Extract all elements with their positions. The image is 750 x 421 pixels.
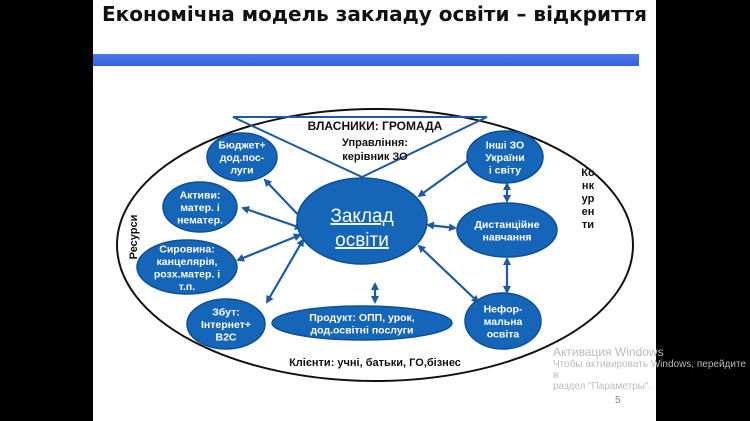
double-arrow xyxy=(417,244,480,304)
competitors-label-part: ти xyxy=(582,219,594,231)
management-label-line2: керівник ЗО xyxy=(342,151,408,163)
node-label-line: нематер. xyxy=(177,215,223,227)
double-arrow xyxy=(265,238,305,304)
node-materials[interactable]: Сировина:канцелярія,розх.матер. іт.п. xyxy=(136,239,238,295)
management-label-line1: Управління: xyxy=(342,137,408,149)
resources-label: Ресурси xyxy=(128,215,140,260)
node-label-line: Бюджет+ xyxy=(218,140,265,152)
center-node[interactable]: Заклад освіти xyxy=(296,177,428,265)
node-label-line: освіта xyxy=(487,329,520,341)
node-label-line: навчання xyxy=(483,231,532,243)
competitors-label-part: нк xyxy=(582,180,595,192)
owners-label: ВЛАСНИКИ: ГРОМАДА xyxy=(308,119,443,133)
competitors-label-part: Ко xyxy=(581,167,595,179)
node-label-line: т.п. xyxy=(179,281,195,293)
node-label-line: Інтернет+ xyxy=(201,319,251,331)
node-label-line: Збут: xyxy=(212,307,240,319)
node-label-line: Активи: xyxy=(180,190,221,202)
node-budget[interactable]: Бюджет+дод.пос-луги xyxy=(206,132,278,182)
activation-line2: раздел "Параметры". xyxy=(553,381,652,392)
node-label-line: канцелярія, xyxy=(157,256,218,268)
page-number: 5 xyxy=(615,395,621,406)
double-arrow xyxy=(241,206,303,230)
center-label-line1: Заклад xyxy=(330,206,393,227)
windows-activation-watermark: Активация Windows Чтобы активировать Win… xyxy=(553,345,750,392)
node-label-line: Інші ЗО xyxy=(486,140,524,152)
double-arrow xyxy=(426,221,457,232)
node-label-line: B2C xyxy=(215,332,236,344)
node-label-line: Сировина: xyxy=(159,243,214,255)
node-label-line: матер. і xyxy=(180,202,220,214)
node-label-line: Дистанційне xyxy=(474,219,539,231)
node-label-line: дод.освітні послуги xyxy=(311,324,414,336)
node-label-line: розх.матер. і xyxy=(154,268,220,280)
activation-title: Активация Windows xyxy=(553,345,664,359)
competitors-label-part: ур xyxy=(582,193,595,205)
node-label-line: Продукт: ОПП, урок, xyxy=(309,312,415,324)
center-label-line2: освіти xyxy=(335,230,389,251)
activation-line1: Чтобы активировать Windows, перейдите в xyxy=(553,359,746,381)
title-accent-bar xyxy=(93,54,639,66)
node-label-line: України xyxy=(485,152,524,164)
node-sales[interactable]: Збут:Інтернет+B2C xyxy=(186,298,266,350)
outer-environment-ellipse xyxy=(116,108,634,382)
node-label-line: дод.пос- xyxy=(220,152,265,164)
owners-triangle xyxy=(232,116,488,179)
clients-label: Клієнти: учні, батьки, ГО,бізнес xyxy=(289,357,461,369)
node-label-line: мальна xyxy=(484,316,523,328)
competitors-label-part: ен xyxy=(582,206,595,218)
slide-title: Економічна модель закладу освіти – відкр… xyxy=(101,2,648,26)
node-product[interactable]: Продукт: ОПП, урок,дод.освітні послуги xyxy=(271,305,453,341)
double-arrow xyxy=(236,233,302,262)
node-label-line: Нефор- xyxy=(484,304,523,316)
node-label-line: і світу xyxy=(489,165,521,177)
node-label-line: луги xyxy=(230,165,253,177)
